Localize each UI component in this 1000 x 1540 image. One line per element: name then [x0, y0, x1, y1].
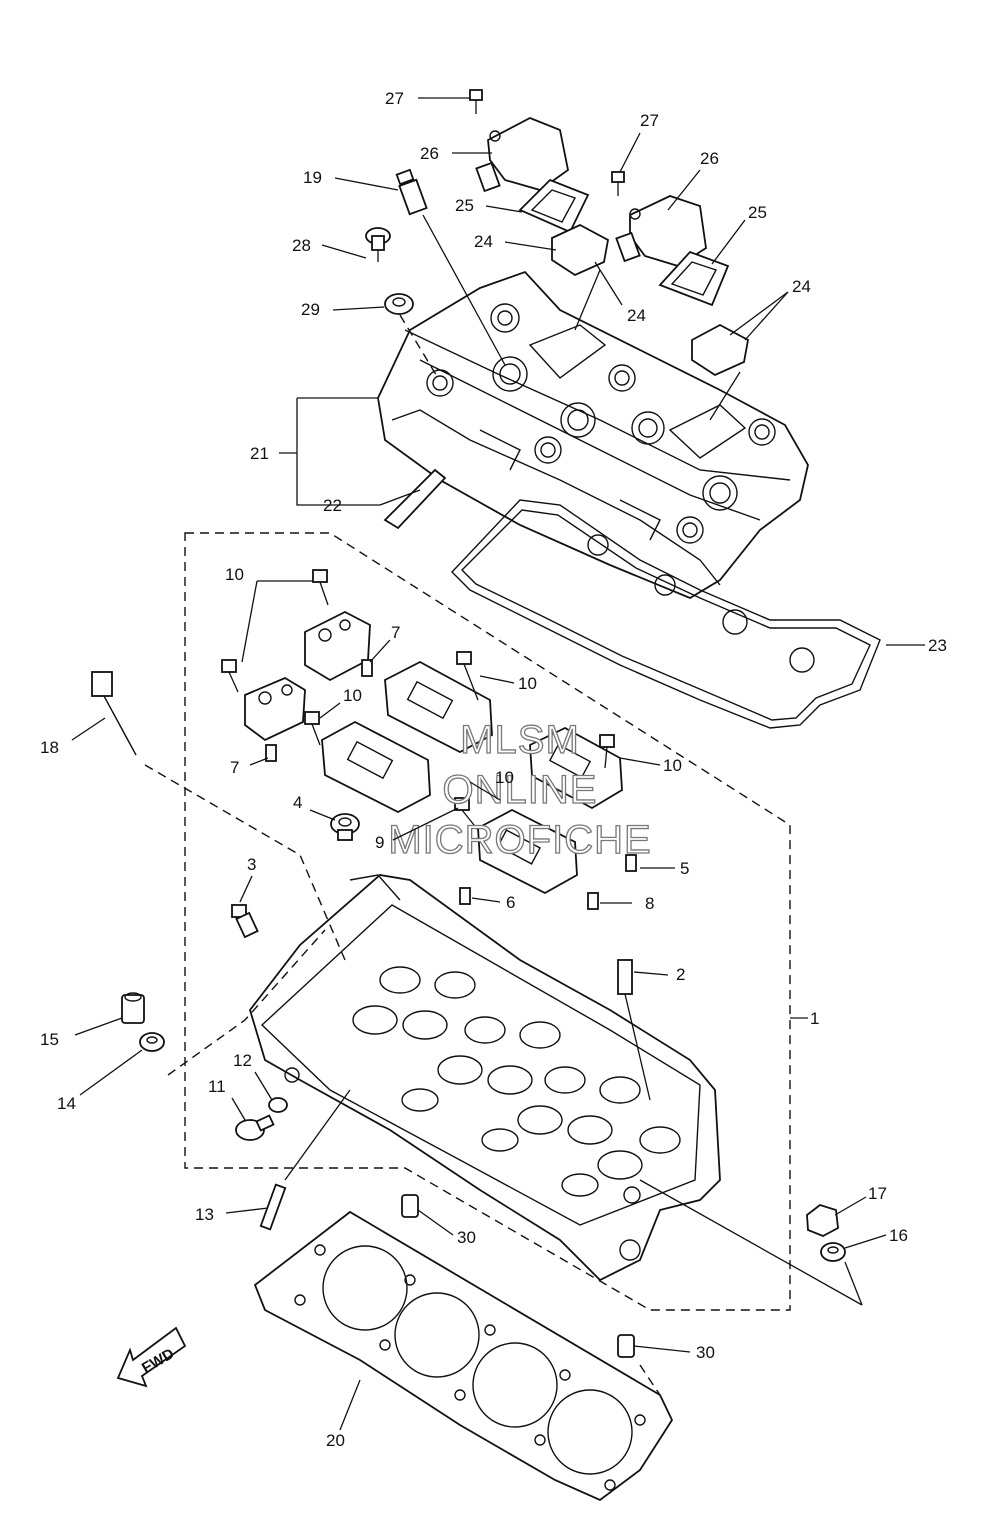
callout-10: 10 [518, 674, 537, 693]
cap-bolt-4 [304, 711, 321, 746]
stud-13 [259, 1089, 351, 1231]
cylinder-head-cover [377, 270, 809, 600]
leader-lines [71, 97, 925, 1431]
callout-13: 13 [195, 1205, 214, 1224]
callout-25: 25 [455, 196, 474, 215]
callout-14: 14 [57, 1094, 76, 1113]
ignition-coil-left [475, 117, 569, 193]
coil-seal-left [518, 178, 590, 234]
callout-26: 26 [420, 144, 439, 163]
callout-28: 28 [292, 236, 311, 255]
coil-seal-right [658, 250, 730, 307]
dowel-pin-5 [625, 854, 637, 872]
plug-4 [330, 813, 360, 841]
washer-16 [820, 1242, 846, 1262]
dowel-30b [617, 1334, 635, 1358]
dowel-pin-7b [265, 744, 277, 762]
cap-bolt-6 [454, 797, 479, 831]
plug-grommet-1 [551, 223, 610, 277]
callout-7: 7 [391, 623, 400, 642]
callout-11: 11 [208, 1077, 226, 1096]
stud-bolt-3 [231, 904, 259, 939]
callout-17: 17 [868, 1184, 887, 1203]
callout-25: 25 [748, 203, 767, 222]
camshaft-cap-2 [244, 676, 306, 742]
callout-1: 1 [810, 1009, 819, 1028]
callout-10: 10 [343, 686, 362, 705]
callout-26: 26 [700, 149, 719, 168]
callout-18: 18 [40, 738, 59, 757]
callout-labels: 27 26 27 26 19 25 25 28 24 24 24 29 21 2… [40, 89, 947, 1450]
watermark-line-1: MLSM [460, 718, 580, 762]
callout-27: 27 [640, 111, 659, 130]
camshaft-cap-4 [321, 720, 431, 814]
callout-2: 2 [676, 965, 685, 984]
dowel-30a [401, 1194, 419, 1218]
cover-washer [384, 293, 414, 315]
watermark-line-2: ONLINE [443, 768, 598, 812]
callout-9: 9 [375, 833, 384, 852]
cylinder-head-bolt [91, 671, 137, 756]
callout-27: 27 [385, 89, 404, 108]
cylinder-head [249, 874, 721, 1282]
callout-22: 22 [323, 496, 342, 515]
forward-arrow-icon: FWD [116, 1326, 187, 1388]
callout-23: 23 [928, 636, 947, 655]
callout-24: 24 [474, 232, 493, 251]
bolt-17 [806, 1204, 839, 1237]
callout-8: 8 [645, 894, 654, 913]
cover-gasket-strip [383, 468, 447, 530]
spark-plug [395, 168, 506, 366]
callout-4: 4 [293, 793, 302, 812]
washer-12 [268, 1097, 288, 1113]
callout-5: 5 [680, 859, 689, 878]
callout-29: 29 [301, 300, 320, 319]
callout-16: 16 [889, 1226, 908, 1245]
callout-24: 24 [792, 277, 811, 296]
cap-bolt-5 [599, 734, 615, 769]
dowel-pin-8 [587, 892, 599, 910]
plug-bolt-15 [121, 992, 145, 1024]
ignition-coil-right [615, 195, 707, 267]
camshaft-cap-5 [529, 726, 623, 810]
cap-bolt-1 [312, 569, 329, 606]
head-cover-gasket [451, 499, 881, 729]
camshaft-cap-1 [304, 610, 371, 682]
cap-bolt-2 [221, 659, 239, 693]
watermark: MLSM ONLINE MICROFICHE [388, 717, 652, 862]
callout-3: 3 [247, 855, 256, 874]
callout-7: 7 [230, 758, 239, 777]
cylinder-head-gasket [253, 1210, 674, 1502]
cap-bolt-3 [456, 651, 479, 701]
callout-19: 19 [303, 168, 322, 187]
dowel-pin-7a [361, 659, 373, 677]
watermark-line-3: MICROFICHE [388, 818, 651, 862]
callout-21: 21 [250, 444, 269, 463]
callout-20: 20 [326, 1431, 345, 1450]
camshaft-cap-3 [384, 660, 493, 754]
coil-bolt-right [611, 171, 625, 196]
callout-10: 10 [495, 768, 514, 787]
camshaft-cap-6 [477, 808, 578, 895]
callout-30: 30 [696, 1343, 715, 1362]
callout-30: 30 [457, 1228, 476, 1247]
callout-24: 24 [627, 306, 646, 325]
plug-grommet-2 [691, 323, 750, 377]
valve-guide-2 [617, 959, 651, 1101]
callout-15: 15 [40, 1030, 59, 1049]
callout-12: 12 [233, 1051, 252, 1070]
cover-bolt [365, 227, 391, 262]
callout-6: 6 [506, 893, 515, 912]
callout-10: 10 [225, 565, 244, 584]
washer-14 [139, 1032, 165, 1052]
coil-bolt-left [469, 89, 483, 114]
screw-11 [235, 1114, 275, 1141]
callout-10: 10 [663, 756, 682, 775]
dowel-pin-6 [459, 887, 471, 905]
